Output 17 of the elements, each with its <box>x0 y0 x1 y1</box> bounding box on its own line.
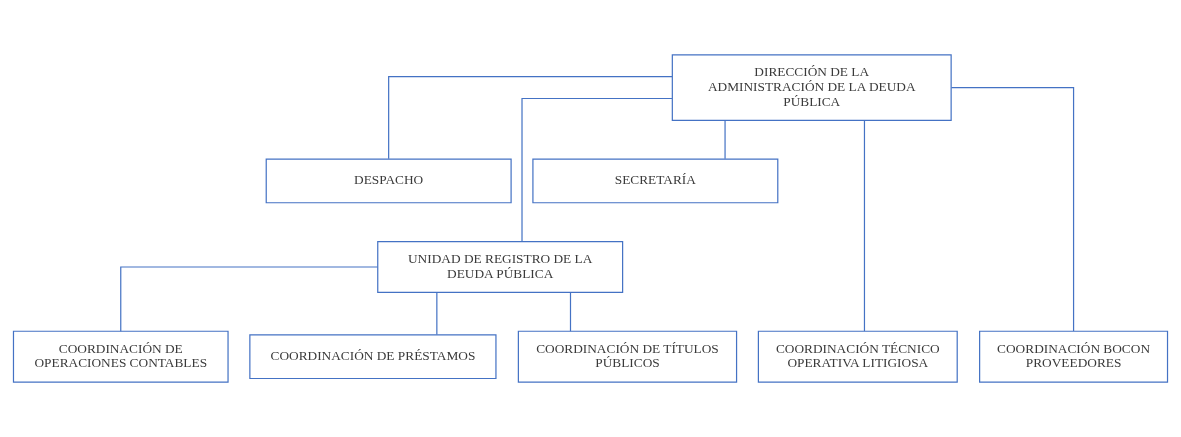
node-box: UNIDAD DE REGISTRO DE LA DEUDA PÚBLICA <box>377 240 624 294</box>
node-box: COORDINACIÓN DE OPERACIONES CONTABLES <box>12 330 229 383</box>
node-box: COORDINACIÓN DE TÍTULOS PÚBLICOS <box>517 330 738 383</box>
connector <box>436 291 438 336</box>
node-box: SECRETARÍA <box>532 158 779 204</box>
connector <box>521 97 673 242</box>
connector <box>950 86 1075 332</box>
connector <box>388 76 673 160</box>
node-box: COORDINACIÓN TÉCNICO OPERATIVA LITIGIOSA <box>757 330 958 383</box>
connector <box>863 119 866 332</box>
connector <box>120 266 379 332</box>
node-box: COORDINACIÓN DE PRÉSTAMOS <box>249 334 497 380</box>
node-box: DIRECCIÓN DE LA ADMINISTRACIÓN DE LA DEUDA PÚBLICA <box>671 54 952 121</box>
node-box: COORDINACIÓN BOCON PROVEEDORES <box>979 330 1169 383</box>
node-box: DESPACHO <box>265 158 512 204</box>
connector <box>569 291 572 332</box>
connector <box>724 120 726 160</box>
